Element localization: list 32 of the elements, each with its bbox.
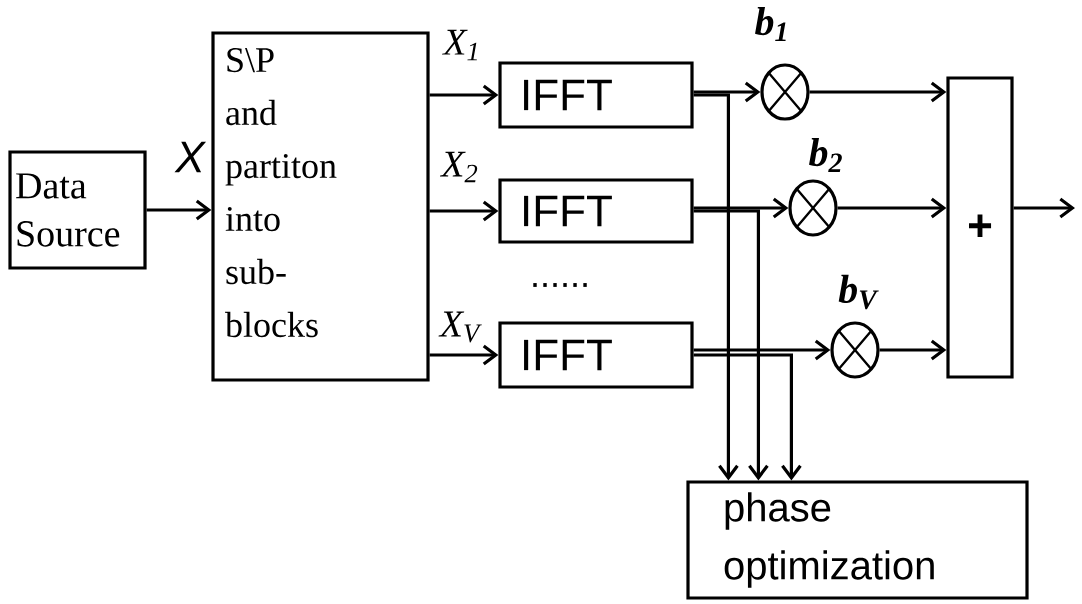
- adder-box: +: [946, 76, 1014, 379]
- multiplier-circle: [830, 321, 880, 379]
- coefficient-label: b$_{1}$: [755, 7, 786, 41]
- arrow: [809, 81, 947, 103]
- arrow: [693, 93, 739, 481]
- process-box: IFFT: [498, 178, 694, 244]
- arrow: [1013, 197, 1075, 219]
- arrow: [146, 199, 212, 221]
- coefficient-label: b$_{2}$: [809, 138, 842, 172]
- process-box: IFFT: [498, 321, 694, 389]
- edge-label: X$_{1}$: [441, 27, 483, 63]
- arrow: [837, 197, 947, 219]
- multiplier-circle: [760, 63, 810, 121]
- edge-label: X: [173, 139, 207, 175]
- edge-label: X$_{2}$: [439, 149, 481, 185]
- process-box: S\P and partiton into sub-blocks: [211, 31, 430, 382]
- arrow: [693, 353, 802, 481]
- arrow: [693, 81, 761, 103]
- process-box: Data Source: [8, 150, 147, 270]
- edge-label: X$_{V}$: [437, 309, 483, 345]
- process-box: IFFT: [498, 61, 694, 129]
- arrow: [879, 339, 947, 361]
- process-box: phase optimization: [686, 480, 1029, 600]
- multiplier-circle: [788, 179, 838, 237]
- arrow: [429, 200, 499, 222]
- arrow: [693, 197, 789, 219]
- ellipsis-label: ......: [533, 283, 587, 287]
- arrow: [693, 209, 769, 481]
- arrow: [693, 339, 831, 361]
- coefficient-label: b$_{V}$: [838, 274, 879, 310]
- arrow: [429, 344, 499, 366]
- arrow: [429, 84, 499, 106]
